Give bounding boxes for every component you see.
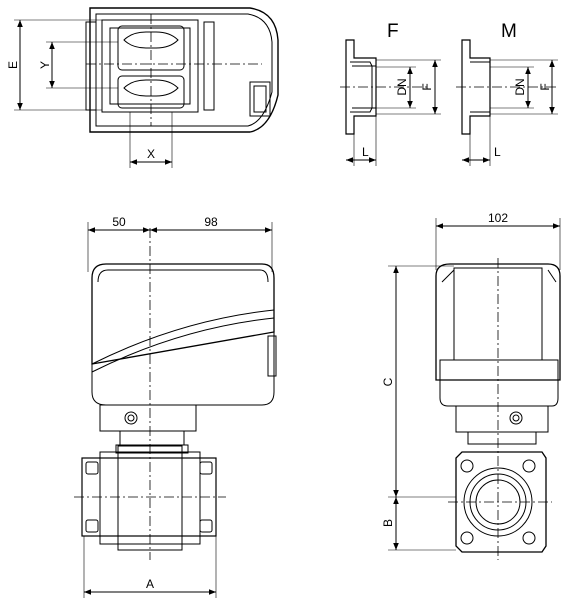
flange-f-f-label: F: [420, 83, 434, 90]
flange-f-title: F: [387, 21, 399, 42]
dimension-102: 102: [435, 211, 561, 270]
flange-m-f-dimension: F: [490, 59, 558, 115]
dimension-e: E: [6, 19, 102, 111]
flange-f-dn-dimension: DN: [376, 66, 416, 109]
top-view: [85, 7, 279, 133]
dimension-y-label: Y: [38, 61, 52, 69]
dimension-x-label: X: [147, 147, 155, 161]
flange-f-view: [340, 39, 430, 135]
flange-m-title: M: [501, 21, 517, 42]
flange-f-dn-label: DN: [395, 78, 409, 95]
dimension-50-label: 50: [112, 215, 126, 229]
flange-f-f-dimension: F: [376, 59, 441, 115]
flange-m-dn-label: DN: [513, 78, 527, 95]
dimension-102-label: 102: [488, 211, 508, 225]
dimension-x: X: [129, 112, 173, 168]
dimension-98: 98: [150, 215, 273, 272]
dimension-b: B: [381, 497, 456, 551]
side-view: [435, 258, 561, 560]
dimension-a-label: A: [146, 577, 154, 591]
flange-m-l-dimension: L: [462, 116, 501, 166]
dimension-a: A: [83, 536, 217, 598]
flange-m-f-label: F: [538, 83, 552, 90]
dimension-98-label: 98: [204, 215, 218, 229]
flange-f-l-dimension: L: [346, 116, 377, 166]
flange-m-dn-dimension: DN: [490, 66, 534, 109]
flange-m-l-label: L: [494, 145, 501, 159]
dimension-y: Y: [38, 41, 118, 89]
dimension-c-label: C: [381, 377, 395, 386]
dimension-c: C: [381, 265, 456, 498]
dimension-e-label: E: [6, 61, 20, 69]
dimension-50: 50: [87, 215, 150, 272]
flange-f-l-label: L: [362, 145, 369, 159]
dimension-b-label: B: [381, 519, 395, 527]
front-view: [74, 228, 277, 560]
